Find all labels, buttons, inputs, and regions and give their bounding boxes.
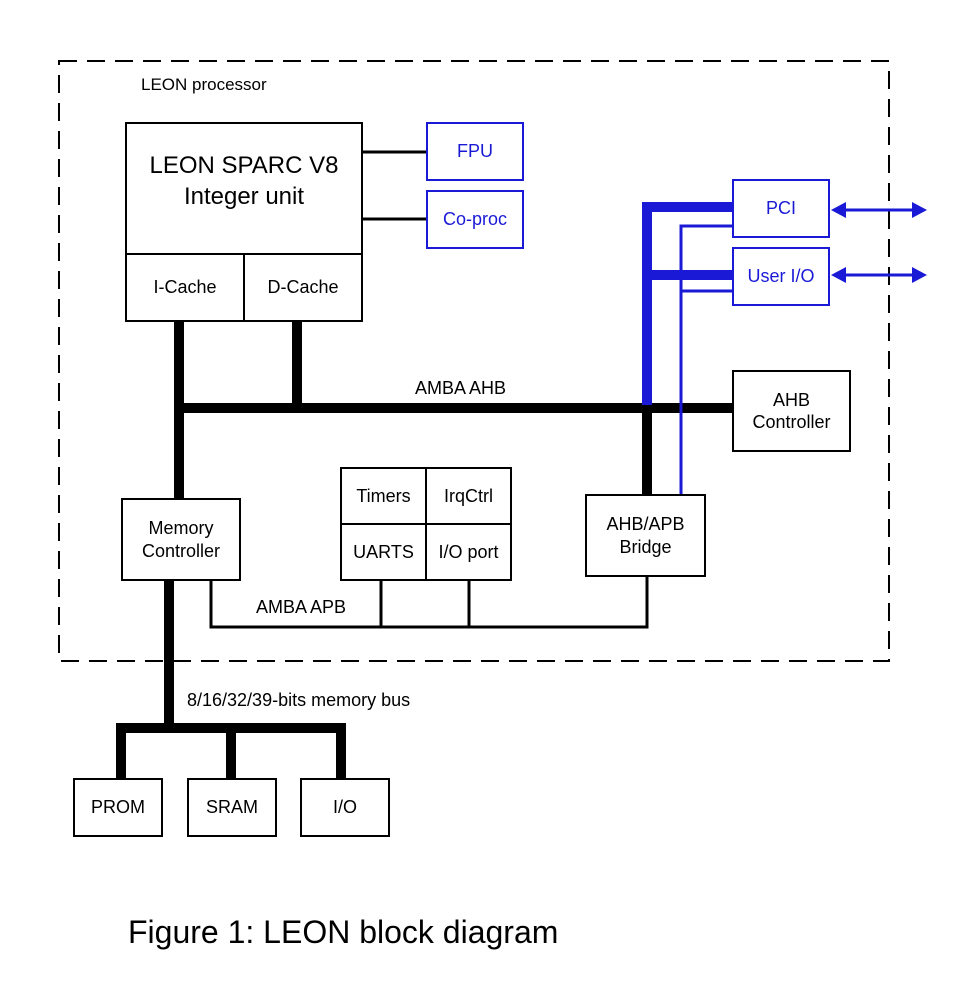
ahb-controller-line1: AHB xyxy=(772,389,810,410)
bridge-text: AHB/APB Bridge xyxy=(606,513,684,558)
processor-label: LEON processor xyxy=(141,75,267,94)
timers-label: Timers xyxy=(356,485,411,506)
bridge-line2: Bridge xyxy=(619,536,672,557)
ahb-controller-line2: Controller xyxy=(752,412,831,432)
memory-bus-label: 8/16/32/39-bits memory bus xyxy=(187,690,411,710)
icache-label: I-Cache xyxy=(153,277,217,298)
iu-title: LEON SPARC V8 xyxy=(149,152,339,179)
memctrl-line2: Controller xyxy=(141,540,221,561)
user-io-label: User I/O xyxy=(747,266,815,287)
dcache-block: D-Cache xyxy=(243,253,363,322)
pci-arrow-left-head xyxy=(831,202,846,218)
iu-subtitle: Integer unit xyxy=(183,183,305,211)
icache-block: I-Cache xyxy=(125,253,245,322)
pci-label: PCI xyxy=(765,198,796,219)
amba-apb-bus xyxy=(209,576,649,629)
user-io-block: User I/O xyxy=(732,247,830,306)
sram-block: SRAM xyxy=(187,778,277,837)
leon-processor-boundary xyxy=(58,60,890,662)
pci-block: PCI xyxy=(732,179,830,238)
integer-unit-block: LEON SPARC V8 Integer unit xyxy=(125,122,363,255)
ahb-controller-text: AHB Controller xyxy=(752,389,830,434)
fpu-label: FPU xyxy=(457,141,493,162)
coproc-block: Co-proc xyxy=(426,190,524,249)
io-label: I/O xyxy=(332,797,357,818)
timers-block: Timers xyxy=(340,467,427,525)
memory-controller-text: Memory Controller xyxy=(142,517,220,562)
io-block: I/O xyxy=(300,778,390,837)
fpu-block: FPU xyxy=(426,122,524,181)
io-port-block: I/O port xyxy=(425,523,512,581)
coproc-label: Co-proc xyxy=(442,209,508,230)
userio-arrow-left-head xyxy=(831,267,846,283)
memctrl-line1: Memory xyxy=(148,518,214,538)
uarts-block: UARTS xyxy=(340,523,427,581)
ahb-apb-bridge-block: AHB/APB Bridge xyxy=(585,494,706,577)
dcache-label: D-Cache xyxy=(267,277,339,298)
io-port-label: I/O port xyxy=(438,541,499,562)
uarts-label: UARTS xyxy=(353,541,414,562)
integer-unit-text: LEON SPARC V8 Integer unit xyxy=(150,150,339,212)
userio-arrow-right-head xyxy=(912,267,927,283)
figure-caption: Figure 1: LEON block diagram xyxy=(128,914,559,950)
irqctrl-block: IrqCtrl xyxy=(425,467,512,525)
pci-arrow-right-head xyxy=(912,202,927,218)
amba-ahb-label: AMBA AHB xyxy=(415,378,507,398)
pci-apb-link xyxy=(679,224,733,494)
prom-label: PROM xyxy=(91,797,145,818)
memory-controller-block: Memory Controller xyxy=(121,498,241,581)
ahb-controller-block: AHB Controller xyxy=(732,370,851,452)
amba-apb-label: AMBA APB xyxy=(256,597,347,617)
bridge-line1: AHB/APB xyxy=(606,514,685,534)
prom-block: PROM xyxy=(73,778,163,837)
irqctrl-label: IrqCtrl xyxy=(444,485,493,506)
sram-label: SRAM xyxy=(205,797,258,818)
